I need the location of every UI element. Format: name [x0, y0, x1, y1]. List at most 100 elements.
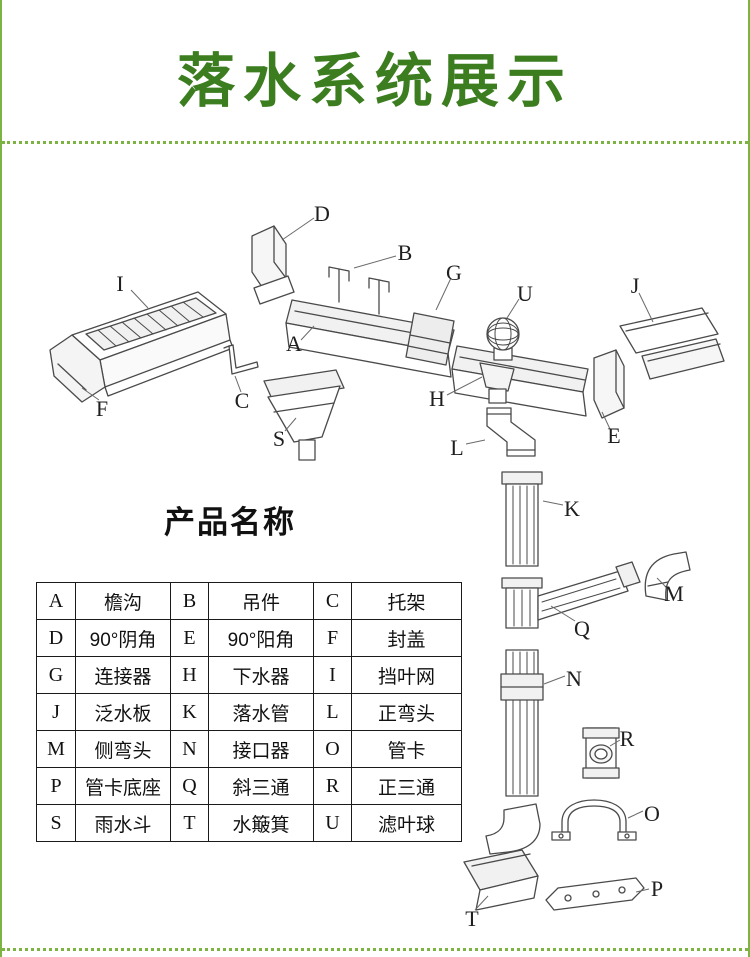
part-code-cell: E	[170, 619, 209, 657]
part-code-cell: U	[313, 804, 352, 842]
part-name-cell: 泛水板	[75, 693, 171, 731]
part-outside-corner	[593, 349, 625, 419]
leaf-guard-mesh	[97, 301, 204, 347]
part-name-cell: 90°阴角	[75, 619, 171, 657]
part-name-cell: 水簸箕	[208, 804, 314, 842]
diagram-label-f: F	[96, 396, 108, 421]
diagram-label-g: G	[446, 260, 462, 285]
part-front-tee	[582, 727, 620, 779]
part-name-cell: 落水管	[208, 693, 314, 731]
part-name-cell: 滤叶球	[351, 804, 462, 842]
part-name-cell: 封盖	[351, 619, 462, 657]
part-code-cell: L	[313, 693, 352, 731]
table-row: A 檐沟 B 吊件 C 托架	[36, 582, 462, 620]
part-name-cell: 管卡	[351, 730, 462, 768]
part-name-cell: 连接器	[75, 656, 171, 694]
part-code-cell: F	[313, 619, 352, 657]
part-code-cell: P	[36, 767, 76, 805]
part-code-cell: H	[170, 656, 209, 694]
part-name-cell: 下水器	[208, 656, 314, 694]
part-name-cell: 吊件	[208, 582, 314, 620]
table-row: M 侧弯头 N 接口器 O 管卡	[36, 730, 462, 768]
diagram-label-i: I	[116, 271, 123, 296]
part-rain-head	[263, 369, 345, 461]
part-diagonal-tee	[501, 561, 641, 629]
part-bracket	[223, 344, 259, 375]
part-side-elbow	[644, 551, 691, 601]
dotted-divider-bottom	[2, 948, 748, 951]
part-code-cell: C	[313, 582, 352, 620]
part-pipe-clamp	[551, 799, 637, 841]
part-name-cell: 90°阳角	[208, 619, 314, 657]
part-leaf-guard-gutter	[71, 291, 234, 397]
page-title: 落水系统展示	[176, 49, 573, 114]
section-title: 产品名称	[164, 505, 296, 540]
diagram-label-t: T	[465, 906, 479, 931]
diagram-label-r: R	[620, 726, 635, 751]
diagram-label-k: K	[564, 496, 580, 521]
part-code-cell: S	[36, 804, 76, 842]
part-name-cell: 托架	[351, 582, 462, 620]
diagram-label-l: L	[450, 435, 463, 460]
part-clamp-base	[545, 877, 645, 911]
parts-name-table: A 檐沟 B 吊件 C 托架 D 90°阴角 E 90°阳角 F 封盖 G 连接…	[36, 582, 462, 842]
table-row: G 连接器 H 下水器 I 挡叶网	[36, 656, 462, 694]
part-lower-pipe-coupler	[500, 649, 544, 797]
diagram-label-e: E	[607, 423, 620, 448]
diagram-label-o: O	[644, 801, 660, 826]
part-code-cell: A	[36, 582, 76, 620]
part-end-cap	[49, 334, 106, 403]
leader-lines	[81, 217, 668, 911]
part-name-cell: 檐沟	[75, 582, 171, 620]
table-row: P 管卡底座 Q 斜三通 R 正三通	[36, 767, 462, 805]
part-splash-shoe	[463, 803, 541, 911]
diagram-label-h: H	[429, 386, 445, 411]
diagram-label-b: B	[398, 240, 413, 265]
drainage-system-diagram: D B I G U J A C F H S E L K M Q N R O P …	[49, 201, 725, 931]
diagram-label-p: P	[651, 876, 663, 901]
part-inside-corner	[251, 225, 295, 305]
part-name-cell: 正三通	[351, 767, 462, 805]
part-hangers	[328, 266, 390, 315]
part-connector	[405, 312, 455, 366]
part-code-cell: D	[36, 619, 76, 657]
part-right-gutter	[451, 345, 589, 417]
diagram-label-n: N	[566, 666, 582, 691]
part-name-cell: 正弯头	[351, 693, 462, 731]
diagram-label-j: J	[631, 273, 640, 298]
part-flashing	[619, 307, 725, 380]
table-row: D 90°阴角 E 90°阳角 F 封盖	[36, 619, 462, 657]
part-code-cell: R	[313, 767, 352, 805]
part-name-cell: 接口器	[208, 730, 314, 768]
part-code-cell: B	[170, 582, 209, 620]
dotted-divider-top	[2, 141, 748, 144]
part-code-cell: K	[170, 693, 209, 731]
table-row: S 雨水斗 T 水簸箕 U 滤叶球	[36, 804, 462, 842]
part-code-cell: M	[36, 730, 76, 768]
diagram-label-m: M	[664, 581, 684, 606]
part-code-cell: G	[36, 656, 76, 694]
part-code-cell: J	[36, 693, 76, 731]
diagram-label-c: C	[235, 388, 250, 413]
diagram-label-s: S	[273, 426, 285, 451]
part-code-cell: N	[170, 730, 209, 768]
part-code-cell: O	[313, 730, 352, 768]
part-front-elbow	[486, 407, 536, 457]
part-name-cell: 斜三通	[208, 767, 314, 805]
part-code-cell: T	[170, 804, 209, 842]
part-name-cell: 雨水斗	[75, 804, 171, 842]
part-name-cell: 管卡底座	[75, 767, 171, 805]
part-code-cell: I	[313, 656, 352, 694]
diagram-label-a: A	[286, 331, 302, 356]
table-row: J 泛水板 K 落水管 L 正弯头	[36, 693, 462, 731]
part-downspout	[501, 471, 543, 567]
diagram-label-u: U	[517, 281, 533, 306]
part-name-cell: 挡叶网	[351, 656, 462, 694]
part-outlet	[479, 362, 515, 404]
part-filter-ball	[486, 317, 520, 361]
diagram-label-d: D	[314, 201, 330, 226]
diagram-labels: D B I G U J A C F H S E L K M Q N R O P …	[96, 201, 684, 931]
part-code-cell: Q	[170, 767, 209, 805]
diagram-label-q: Q	[574, 616, 590, 641]
